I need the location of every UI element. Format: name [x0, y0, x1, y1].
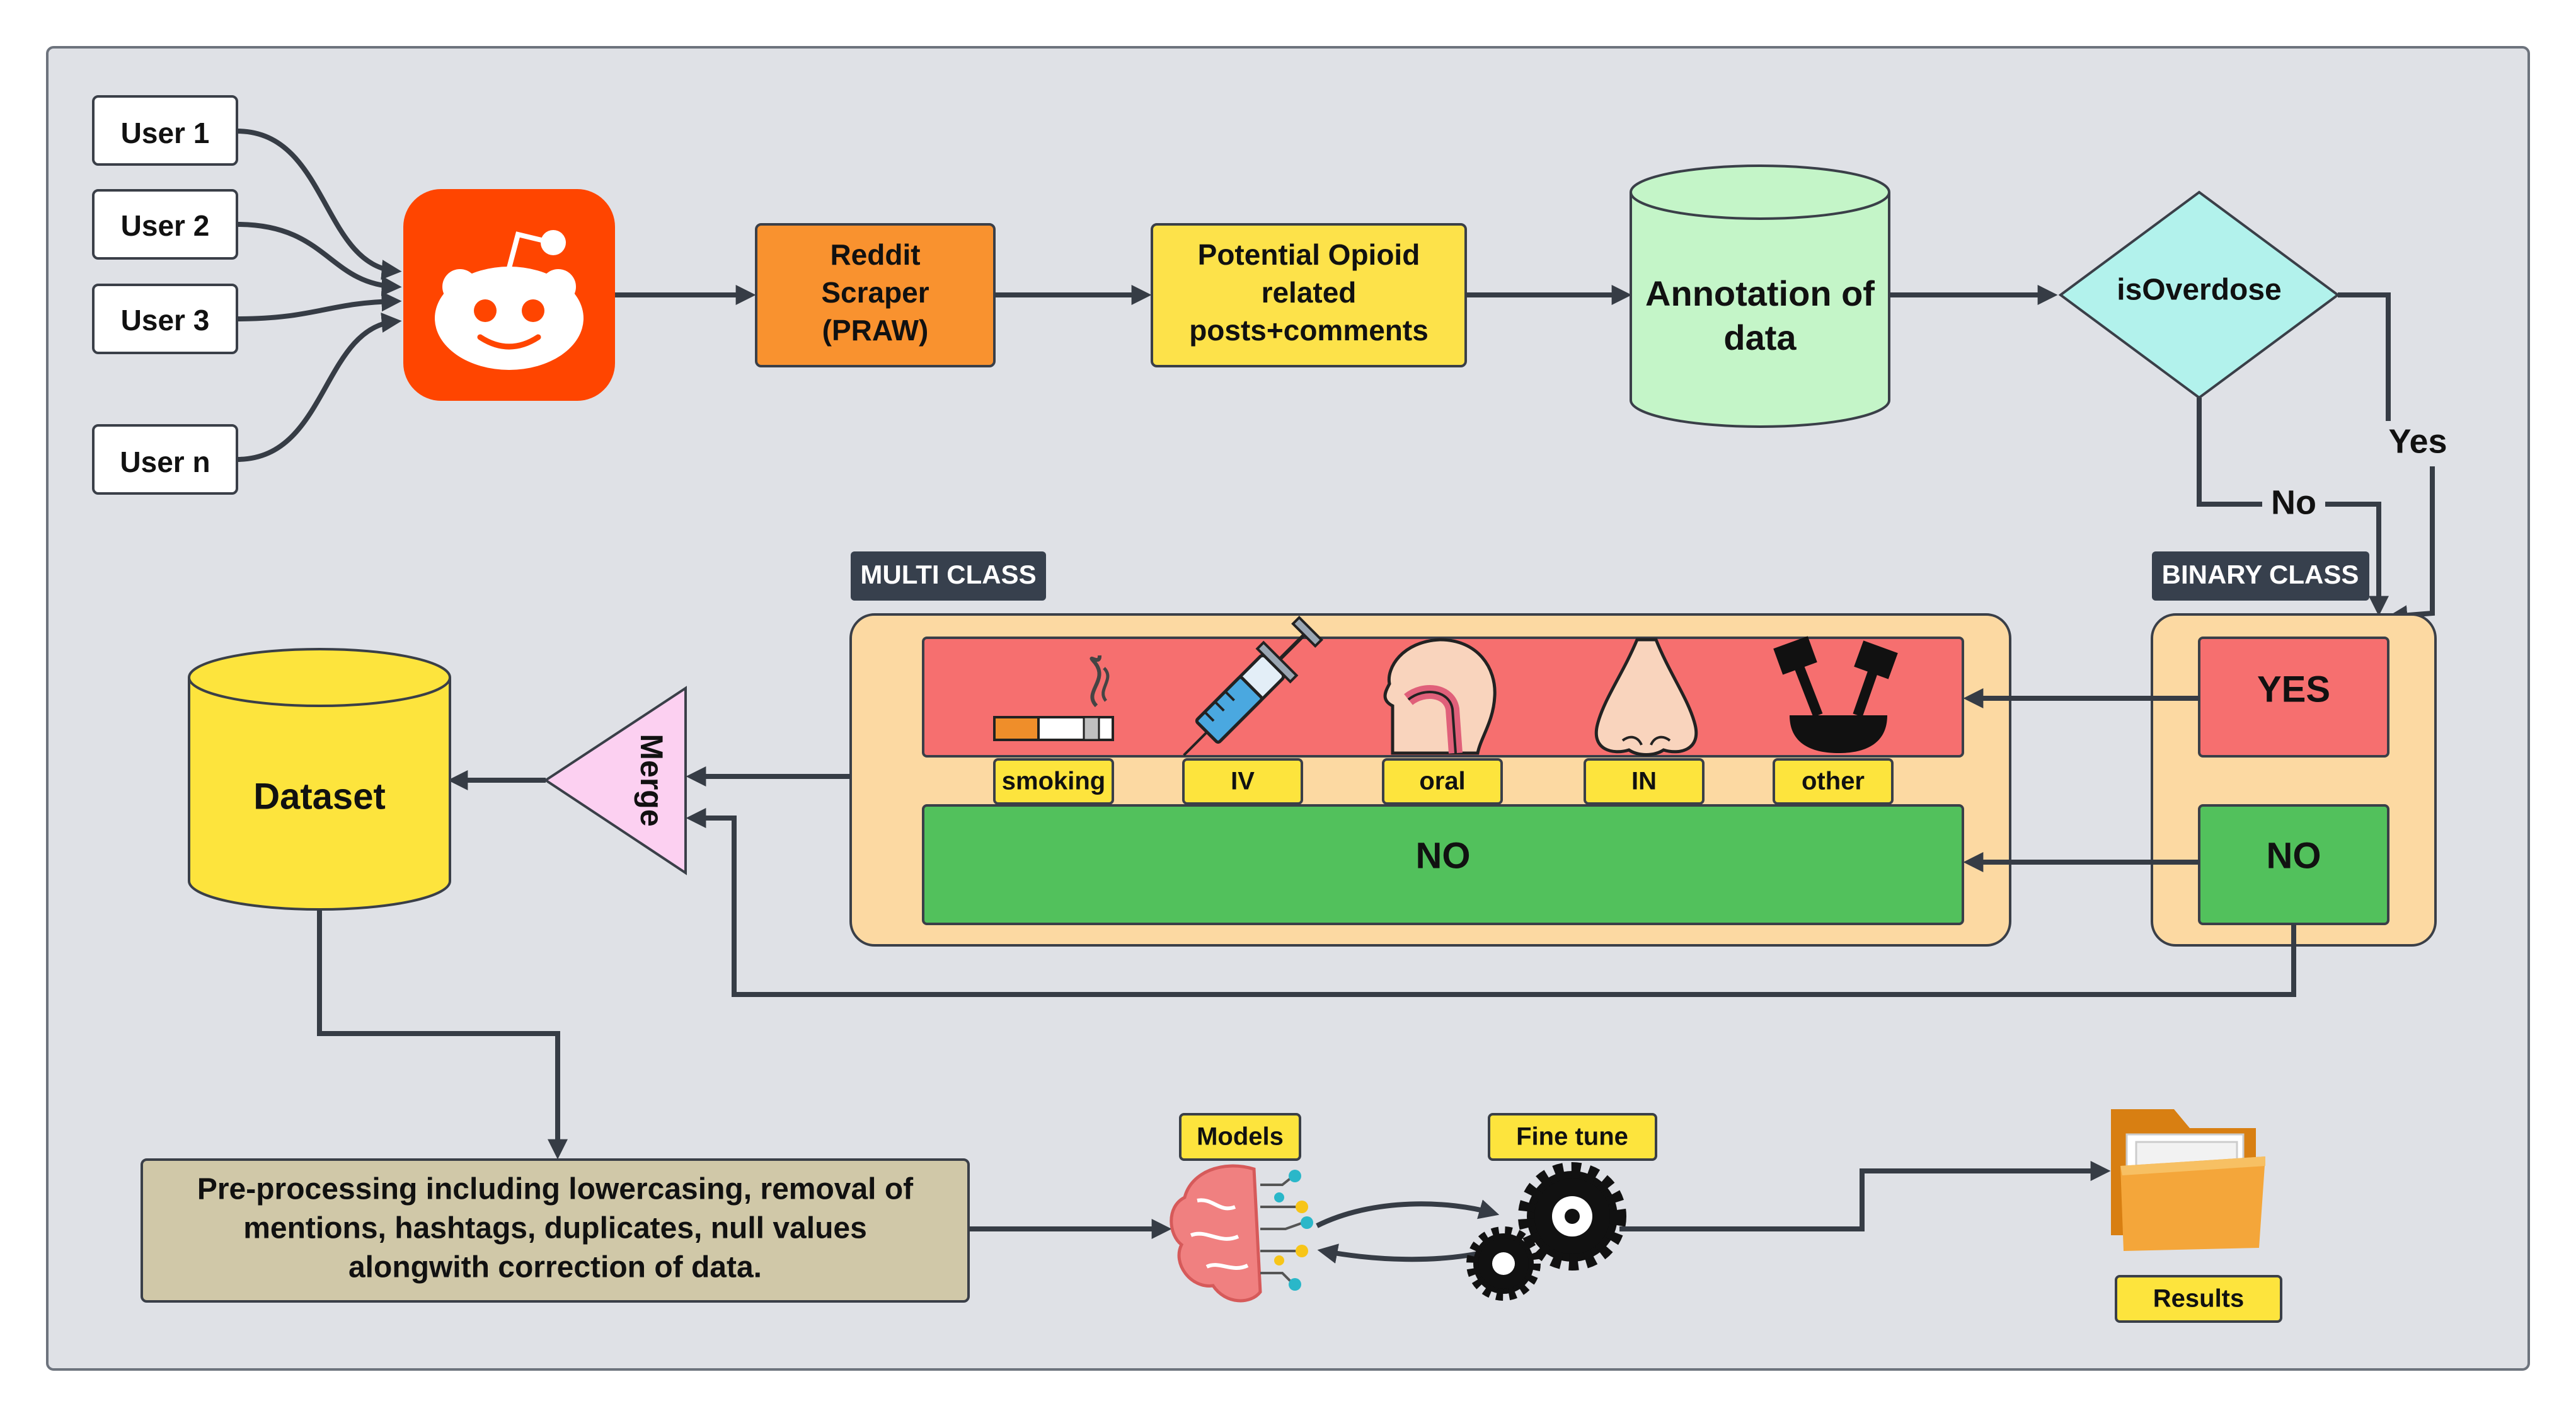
- throat-icon: [1383, 638, 1497, 755]
- route-text: smoking: [1002, 768, 1105, 795]
- preprocessing-line: alongwith correction of data.: [348, 1251, 762, 1284]
- reddit-logo-icon: [403, 189, 615, 401]
- is-overdose-decision: isOverdose: [2058, 190, 2340, 400]
- mortar-pestle-icon: [1773, 636, 1898, 753]
- posts-line: Potential Opioid: [1198, 238, 1420, 271]
- multi-class-tag-label: MULTI CLASS: [860, 560, 1036, 589]
- route-label-in: IN: [1584, 758, 1705, 805]
- multi-class-tag: MULTI CLASS: [851, 551, 1046, 601]
- user-connectors: [236, 129, 402, 462]
- merge-node: Merge: [543, 686, 687, 875]
- user-box-1: User 1: [92, 95, 238, 166]
- yes-label: Yes: [2388, 422, 2447, 460]
- cigarette-icon: [993, 655, 1114, 741]
- user-box-3: User 3: [92, 284, 238, 354]
- route-text: IV: [1231, 768, 1255, 795]
- annotation-line: Annotation of: [1645, 274, 1875, 313]
- brain-ai-icon: [1170, 1164, 1313, 1303]
- arrow-finetune-models: [1317, 1243, 1491, 1264]
- user-label: User 2: [121, 209, 210, 242]
- decision-label: isOverdose: [2117, 274, 2281, 307]
- nose-icon: [1594, 638, 1698, 756]
- user-box-2: User 2: [92, 189, 238, 260]
- binary-yes-label: YES: [2257, 669, 2330, 710]
- posts-line: posts+comments: [1189, 314, 1429, 347]
- arrow-binary-no-merge: [686, 808, 2296, 997]
- arrow-dataset-preprocessing: [317, 909, 568, 1160]
- binary-yes-box: YES: [2198, 637, 2389, 758]
- route-text: IN: [1631, 768, 1657, 795]
- fine-tune-tag: Fine tune: [1488, 1113, 1657, 1161]
- opioid-posts-box: Potential Opioid related posts+comments: [1151, 223, 1467, 367]
- annotation-database: Annotation of data: [1630, 164, 1890, 428]
- folder-icon: [2111, 1109, 2265, 1251]
- route-label-iv: IV: [1182, 758, 1303, 805]
- route-text: other: [1802, 768, 1865, 795]
- models-tag: Models: [1179, 1113, 1301, 1161]
- user-label: User 1: [121, 117, 210, 149]
- reddit-scraper-box: Reddit Scraper (PRAW): [755, 223, 996, 367]
- gears-icon: [1466, 1162, 1626, 1301]
- preprocessing-line: mentions, hashtags, duplicates, null val…: [243, 1212, 867, 1245]
- fine-tune-label: Fine tune: [1516, 1123, 1628, 1151]
- dataset-database: Dataset: [188, 648, 451, 911]
- scraper-line: Scraper: [821, 276, 929, 309]
- scraper-line: (PRAW): [822, 314, 929, 347]
- models-label: Models: [1197, 1123, 1284, 1151]
- route-label-other: other: [1773, 758, 1894, 805]
- arrow-models-finetune: [1316, 1199, 1500, 1228]
- route-label-smoking: smoking: [993, 758, 1114, 805]
- preprocessing-box: Pre-processing including lowercasing, re…: [141, 1158, 970, 1303]
- route-text: oral: [1419, 768, 1465, 795]
- binary-no-box: NO: [2198, 804, 2389, 925]
- user-box-n: User n: [92, 424, 238, 495]
- binary-class-tag: BINARY CLASS: [2152, 551, 2369, 601]
- binary-class-tag-label: BINARY CLASS: [2162, 560, 2359, 589]
- preprocessing-line: Pre-processing including lowercasing, re…: [197, 1173, 914, 1206]
- annotation-line: data: [1723, 318, 1797, 357]
- results-tag: Results: [2115, 1275, 2282, 1323]
- user-label: User 3: [121, 304, 210, 337]
- user-label: User n: [120, 446, 210, 478]
- arrow-finetune-results: [1619, 1161, 2111, 1231]
- scraper-line: Reddit: [830, 238, 920, 271]
- multi-no-label: NO: [1416, 835, 1471, 876]
- posts-line: related: [1262, 276, 1357, 309]
- multi-no-row: NO: [922, 804, 1964, 925]
- dataset-label: Dataset: [253, 776, 386, 817]
- yes-label-bg: [2383, 421, 2451, 466]
- route-label-oral: oral: [1382, 758, 1503, 805]
- syringe-icon: [1183, 616, 1323, 756]
- results-label: Results: [2153, 1285, 2245, 1313]
- no-label: No: [2271, 483, 2316, 521]
- no-label-bg: [2262, 482, 2325, 525]
- merge-label: Merge: [634, 734, 669, 826]
- binary-no-label: NO: [2267, 835, 2321, 876]
